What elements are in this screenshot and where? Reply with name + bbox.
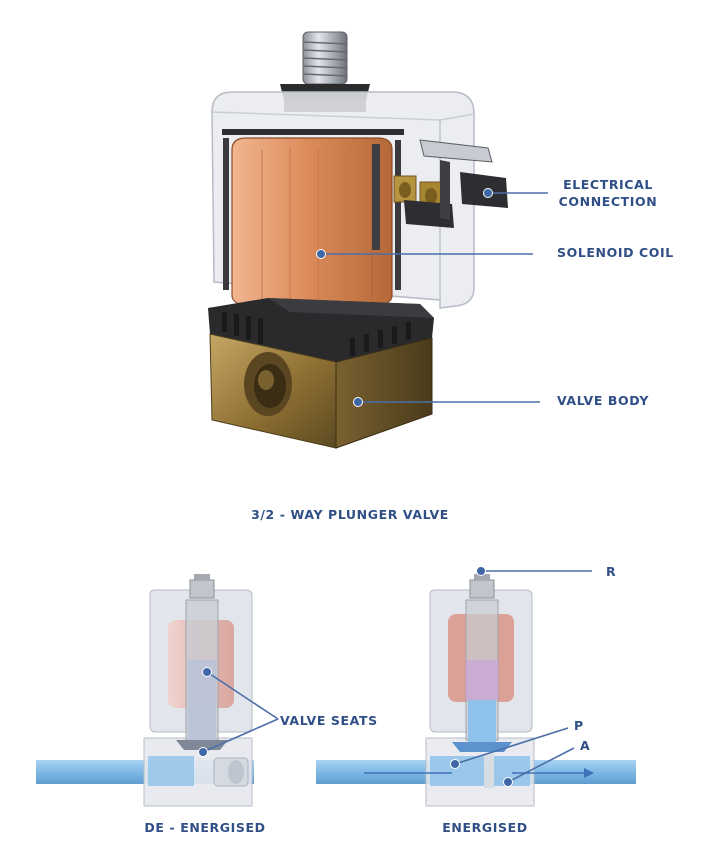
energised-valve <box>316 574 636 807</box>
valve-body-dot <box>353 397 363 407</box>
port-r-label: R <box>606 564 617 579</box>
solenoid-coil-dot <box>316 249 326 259</box>
de-energised-valve <box>36 574 254 807</box>
energised-callouts <box>450 566 592 787</box>
main-callouts <box>316 188 548 407</box>
port-r-dot <box>476 566 486 576</box>
electrical-connection-line2: CONNECTION <box>558 194 658 209</box>
valve-body-label: VALVE BODY <box>557 393 649 408</box>
port-a-label: A <box>580 738 591 753</box>
port-a-leader <box>507 747 575 783</box>
main-valve-illustration <box>208 31 508 449</box>
electrical-connection-label: ELECTRICAL CONNECTION <box>553 176 663 210</box>
brass-body <box>209 333 433 449</box>
port-p-leader <box>454 727 569 765</box>
electrical-connection-dot <box>483 188 493 198</box>
electrical-connection-line1: ELECTRICAL <box>563 177 653 192</box>
port-a-dot <box>503 777 513 787</box>
brass-terminals <box>393 175 443 209</box>
port-p-label: P <box>574 718 584 733</box>
valve-seats-callouts <box>198 667 279 757</box>
valve-title: 3/2 - WAY PLUNGER VALVE <box>251 507 449 522</box>
valve-seat-lower-dot <box>198 747 208 757</box>
solenoid-coil-label: SOLENOID COIL <box>557 245 674 260</box>
port-p-dot <box>450 759 460 769</box>
electrical-connectors <box>372 139 508 250</box>
valve-seats-label: VALVE SEATS <box>280 713 378 728</box>
valve-seat-upper-dot <box>202 667 212 677</box>
de-energised-label: DE - ENERGISED <box>144 820 266 835</box>
energised-label: ENERGISED <box>442 820 528 835</box>
flow-arrow-head <box>584 768 594 778</box>
